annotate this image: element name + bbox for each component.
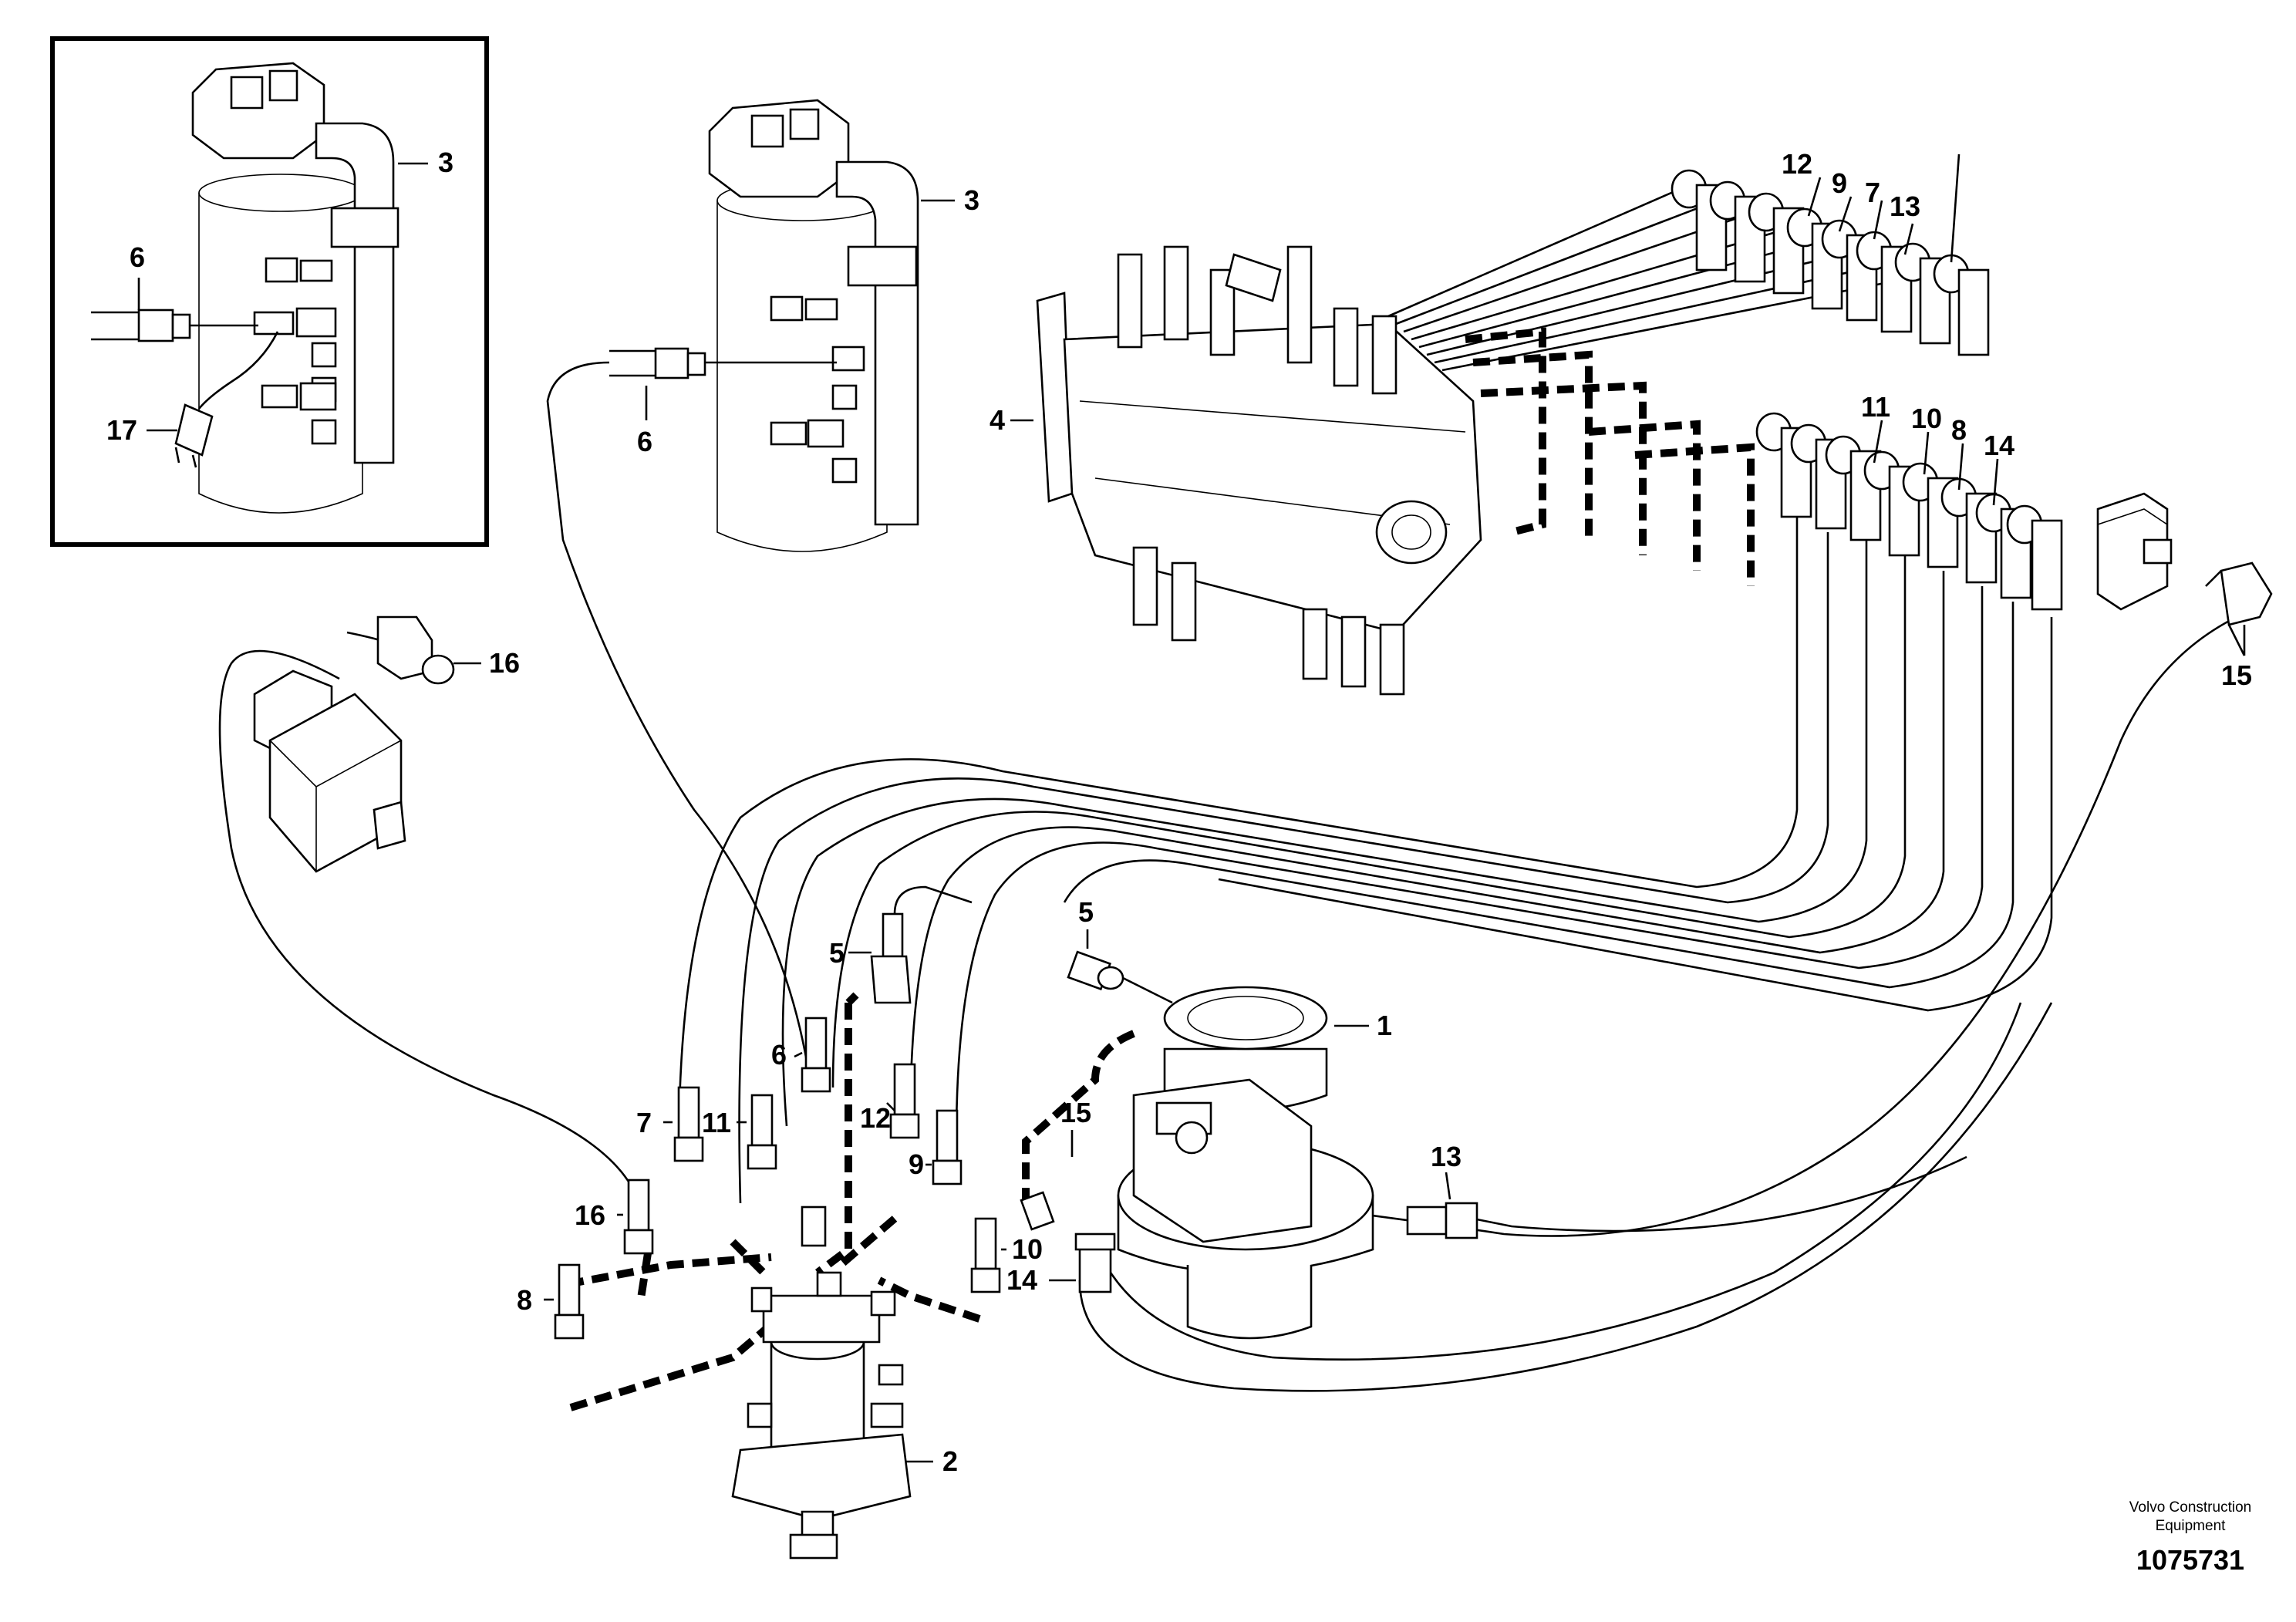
leader-13a <box>1903 223 1914 255</box>
inset-frame <box>50 36 489 547</box>
callout-12: 12 <box>1782 148 1812 180</box>
leader-7a <box>1873 200 1883 240</box>
callout-8: 8 <box>517 1284 532 1316</box>
callout-9: 9 <box>1832 167 1847 199</box>
callout-5: 5 <box>1078 896 1094 928</box>
callout-16: 16 <box>489 647 520 679</box>
fitting-15-left: 15 <box>1020 1097 1091 1231</box>
callout-6: 6 <box>130 241 145 273</box>
callout-1: 1 <box>1377 1010 1392 1041</box>
solenoid-block: 16 <box>253 615 520 873</box>
callout-13: 13 <box>1890 191 1920 222</box>
leader-10a <box>1923 431 1930 475</box>
leader-14a <box>1992 458 1999 506</box>
callout-6: 6 <box>637 426 652 457</box>
check-valve-15: 15 <box>2096 492 2273 691</box>
callout-3: 3 <box>438 147 453 178</box>
leader-9a <box>1838 196 1853 232</box>
callout-5: 5 <box>829 937 845 969</box>
callout-7: 7 <box>1865 177 1880 208</box>
callout-2: 2 <box>942 1445 958 1477</box>
inset-detail: 3 6 17 <box>50 36 489 547</box>
leader-6c <box>794 1051 803 1058</box>
callout-3: 3 <box>964 184 979 216</box>
callout-15: 15 <box>1060 1097 1091 1128</box>
callout-11: 11 <box>702 1107 731 1138</box>
drawing-number: 1075731 <box>2136 1544 2244 1576</box>
callout-8: 8 <box>1951 414 1967 446</box>
leader-8a <box>1957 443 1964 491</box>
swing-motor: 1 <box>1117 986 1392 1340</box>
callout-10: 10 <box>1911 403 1942 434</box>
callout-4: 4 <box>990 404 1005 436</box>
return-filter: 3 6 <box>609 99 979 552</box>
callout-7: 7 <box>636 1107 652 1138</box>
brand-line-2: Equipment <box>2156 1518 2227 1534</box>
callout-9: 9 <box>909 1148 924 1180</box>
leader-13b <box>1445 1172 1451 1200</box>
brand-line-1: Volvo Construction <box>2129 1499 2251 1516</box>
fittings-middle: 11 10 8 14 <box>1755 391 2063 611</box>
brand-block: Volvo Construction Equipment 1075731 <box>2129 1499 2251 1576</box>
fitting-5-right: 5 <box>1067 896 1173 1004</box>
fitting-13: 13 <box>1406 1141 1478 1239</box>
leader-1-top <box>1950 153 1961 263</box>
rotary-manifold: 2 <box>566 992 981 1560</box>
callout-13: 13 <box>1431 1141 1462 1172</box>
callout-12: 12 <box>860 1102 891 1134</box>
callout-15: 15 <box>2221 659 2252 691</box>
callout-16: 16 <box>575 1199 605 1231</box>
control-valve: 4 <box>990 245 1755 696</box>
callout-14: 14 <box>1006 1264 1037 1296</box>
callout-10: 10 <box>1012 1233 1043 1265</box>
leader-12a <box>1807 177 1822 217</box>
callout-6: 6 <box>771 1039 787 1071</box>
hose-end-fittings: 5 6 12 11 7 9 16 10 <box>517 885 1043 1340</box>
callout-11: 11 <box>1861 391 1890 423</box>
fitting-14-lower: 14 <box>1006 1233 1116 1296</box>
dashed-line-15 <box>1022 1030 1135 1203</box>
leader-12b <box>886 1102 895 1111</box>
fittings-top: 12 9 7 13 <box>1387 148 1990 372</box>
callout-17: 17 <box>106 414 137 446</box>
callout-14: 14 <box>1984 430 2014 461</box>
leader-11a <box>1873 420 1883 464</box>
hose-bundle <box>218 361 2237 1392</box>
